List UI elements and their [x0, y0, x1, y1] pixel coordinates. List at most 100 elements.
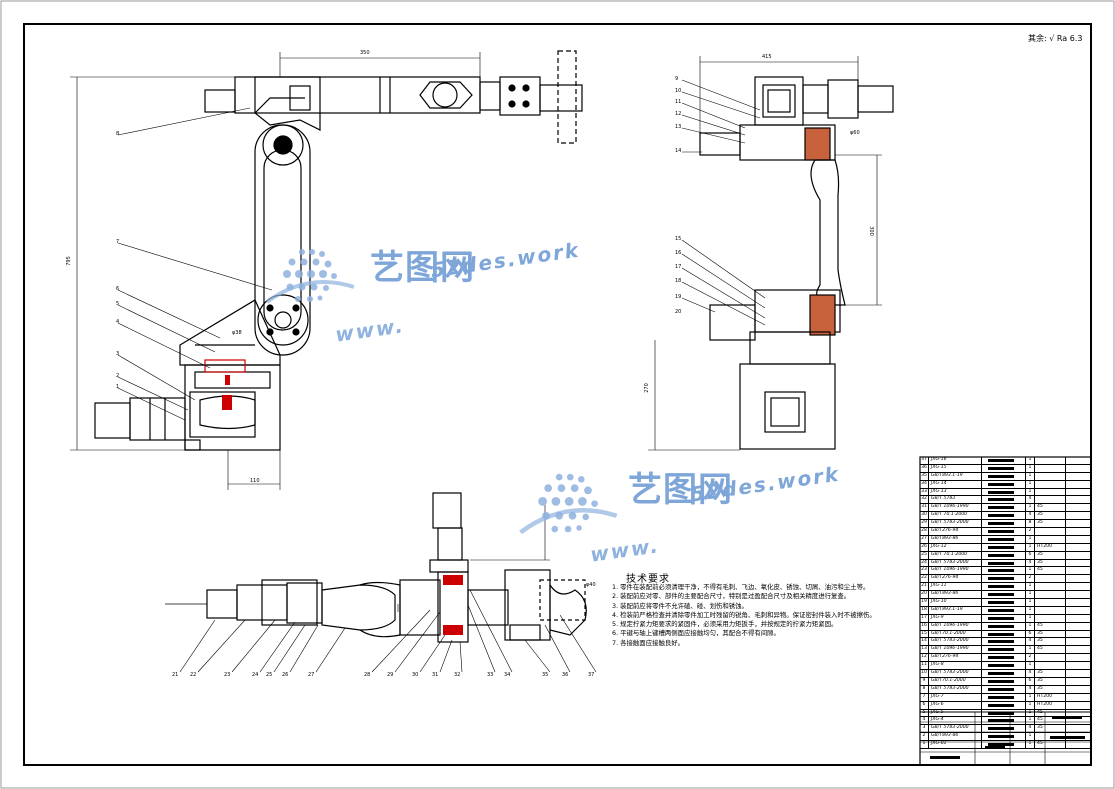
- bom-remark: [1066, 457, 1091, 464]
- bom-qty: 4: [1026, 496, 1035, 504]
- bom-code: GB/T893-86: [929, 535, 982, 543]
- bom-material: [1035, 662, 1066, 670]
- bom-no: 15: [920, 630, 929, 638]
- bom-no: 24: [920, 559, 929, 567]
- callout-17: 17: [675, 264, 682, 270]
- bom-remark: [1066, 631, 1091, 638]
- bom-name: [982, 709, 1026, 717]
- bom-name: [982, 646, 1026, 654]
- bom-remark: [1066, 552, 1091, 559]
- bom-no: 7: [920, 693, 929, 701]
- bom-no: 8: [920, 685, 929, 693]
- bom-no: 17: [920, 614, 929, 622]
- bom-name-redaction: [988, 522, 1014, 526]
- bom-remark: [1066, 662, 1091, 669]
- bom-material: 45: [1035, 567, 1066, 575]
- bom-qty: 1: [1026, 488, 1035, 496]
- bom-no: 29: [920, 520, 929, 528]
- bom-qty: 4: [1026, 670, 1035, 677]
- callout-13: 13: [675, 124, 682, 130]
- dim-bottom-offset: 110: [250, 478, 260, 484]
- bom-name: [982, 472, 1026, 480]
- callout-22: 22: [190, 672, 197, 678]
- bom-remark: [1066, 694, 1091, 701]
- bom-no: 20: [920, 591, 929, 599]
- bom-code: JXG-8: [929, 662, 982, 670]
- callout-19: 19: [675, 294, 682, 300]
- bom-name-redaction: [988, 530, 1014, 534]
- bom-remark: [1066, 686, 1091, 693]
- bom-material: 35: [1035, 630, 1066, 638]
- bom-no: 16: [920, 622, 929, 630]
- bom-material: [1035, 575, 1066, 583]
- bom-remark: [1066, 520, 1091, 527]
- callout-18: 18: [675, 278, 682, 284]
- bom-qty: 1: [1026, 733, 1035, 741]
- bom-no: 14: [920, 638, 929, 646]
- bom-name-redaction: [988, 679, 1014, 683]
- callout-9: 9: [675, 76, 679, 82]
- bom-material: [1035, 591, 1066, 599]
- roughness-note: 其余: √ Ra 6.3: [1028, 33, 1082, 44]
- bom-qty: 1: [1026, 464, 1035, 472]
- bom-name: [982, 717, 1026, 725]
- bom-qty: 6: [1026, 677, 1035, 685]
- watermark-brand: 艺图网: [370, 248, 475, 288]
- bom-name: [982, 543, 1026, 551]
- callout-23: 23: [224, 672, 231, 678]
- bom-name: [982, 670, 1026, 677]
- bom-qty: 2: [1026, 654, 1035, 662]
- bom-no: 37: [920, 457, 929, 464]
- bom-qty: 1: [1026, 606, 1035, 614]
- inner-frame: [23, 23, 1092, 766]
- callout-6: 6: [116, 286, 120, 292]
- dim-side-lower: 270: [643, 383, 650, 393]
- bom-code: JXG-4: [929, 717, 982, 725]
- bom-no: 12: [920, 654, 929, 662]
- bom-name: [982, 496, 1026, 504]
- bom-code: GB/T 1096-1990: [929, 646, 982, 654]
- bom-no: 36: [920, 464, 929, 472]
- bom-code: GB/T276-94: [929, 528, 982, 535]
- bom-remark: [1066, 733, 1091, 740]
- bom-material: 35: [1035, 638, 1066, 646]
- bom-code: GB/T 5783-2000: [929, 685, 982, 693]
- bom-qty: 2: [1026, 528, 1035, 535]
- bom-no: 28: [920, 528, 929, 535]
- bom-code: GB/T 70.1-2000: [929, 551, 982, 559]
- bom-material: 35: [1035, 670, 1066, 677]
- bom-qty: 1: [1026, 662, 1035, 670]
- bom-qty: 1: [1026, 543, 1035, 551]
- bom-code: GB/T 5783-2000: [929, 638, 982, 646]
- tech-item-2: 2. 装配前应对零、部件的主要配合尺寸，特别是过盈配合尺寸及相关精度进行复查。: [612, 592, 851, 601]
- bom-name-redaction: [988, 687, 1014, 691]
- callout-36: 36: [562, 672, 569, 678]
- dim-callout-small: φ60: [850, 130, 860, 136]
- bom-remark: [1066, 496, 1091, 503]
- bom-qty: 4: [1026, 559, 1035, 567]
- bom-name: [982, 457, 1026, 464]
- bom-qty: 1: [1026, 472, 1035, 480]
- bom-name-redaction: [988, 490, 1014, 494]
- bom-qty: 1: [1026, 599, 1035, 606]
- bom-name-redaction: [988, 624, 1014, 628]
- callout-10: 10: [675, 88, 682, 94]
- bom-remark: [1066, 725, 1091, 732]
